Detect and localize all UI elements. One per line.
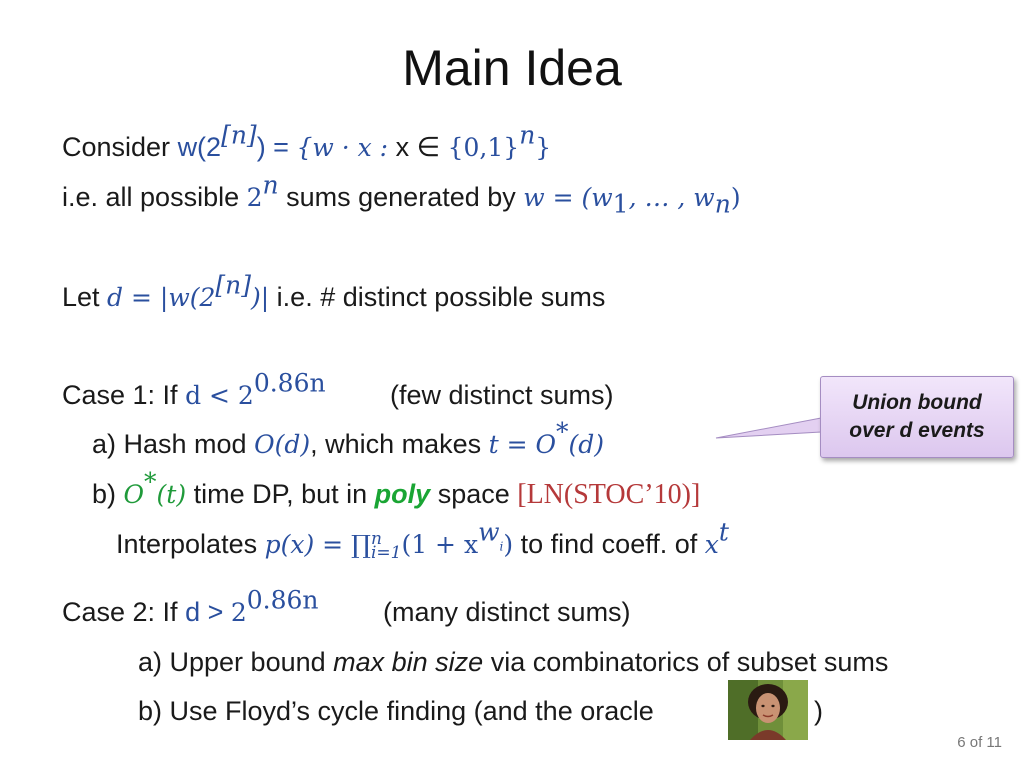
oracle-portrait-image — [728, 680, 808, 740]
case1-line: Case 1: If d < 20.86n — [62, 368, 326, 411]
page-number: 6 of 11 — [957, 734, 1002, 751]
ie-line: i.e. all possible 2n sums generated by w… — [62, 170, 741, 219]
case2-note: (many distinct sums) — [383, 597, 631, 627]
callout-line-2: over d events — [849, 419, 985, 442]
case1-b-line: b) O*(t) time DP, but in poly space [LN(… — [92, 467, 701, 511]
consider-line: Consider w(2[n]) = {w · x : x ∈ {0,1}n} — [62, 120, 552, 163]
case1-note: (few distinct sums) — [390, 380, 614, 410]
union-bound-callout: Union bound over d events — [820, 376, 1014, 458]
callout-line-1: Union bound — [852, 391, 982, 414]
case2-a-line: a) Upper bound max bin size via combinat… — [138, 647, 889, 677]
poly-emphasis: poly — [374, 479, 431, 509]
case2-b-close: ) — [814, 696, 823, 726]
slide-title: Main Idea — [402, 40, 622, 96]
let-line: Let d = |w(2[n])| i.e. # distinct possib… — [62, 270, 606, 313]
reference-citation: [LN(STOC’10)] — [517, 479, 701, 510]
case2-line: Case 2: If d > 20.86n — [62, 585, 319, 628]
case2-b-line: b) Use Floyd’s cycle finding (and the or… — [138, 696, 654, 726]
case1-a-line: a) Hash mod O(d), which makes t = O*(d) — [92, 417, 605, 460]
portrait-illustration — [728, 680, 808, 740]
